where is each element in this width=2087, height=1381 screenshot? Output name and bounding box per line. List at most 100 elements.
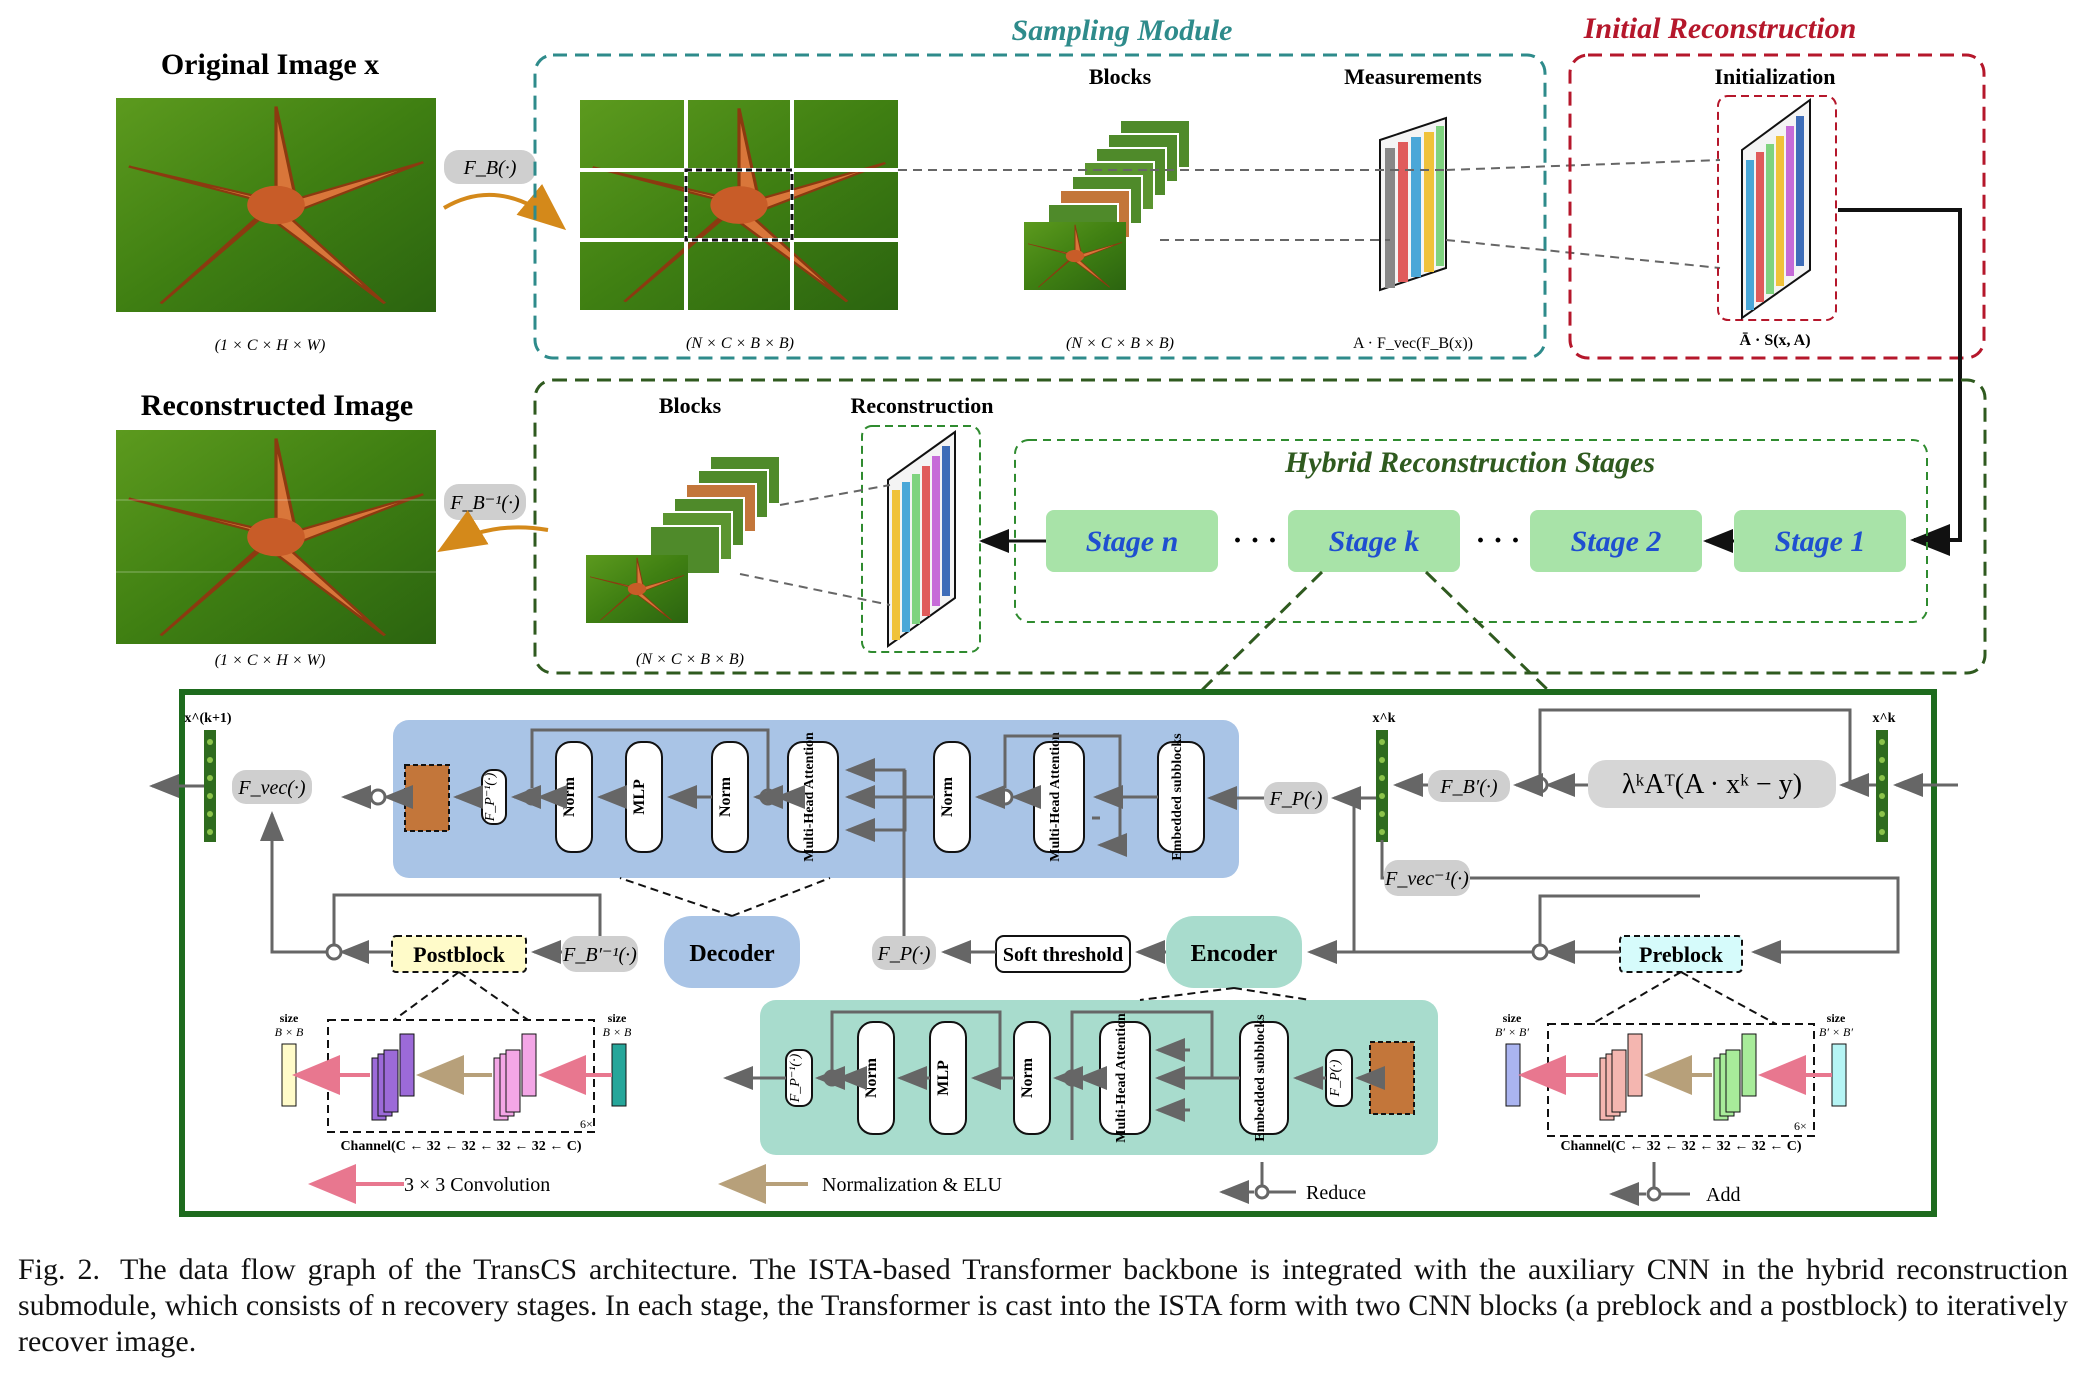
sampling-module-title: Sampling Module: [1012, 14, 1233, 47]
initialization-label: Initialization: [1714, 64, 1835, 89]
merge-arrow: [437, 510, 549, 553]
legend-add-label: Add: [1706, 1184, 1740, 1206]
encoder-norm-2: Norm: [857, 1021, 895, 1135]
figure-caption: Fig. 2.The data flow graph of the TransC…: [18, 1252, 2068, 1360]
stage-dots-2: · · ·: [1475, 524, 1520, 557]
encoder-mha-label: Multi-Head Attention: [1114, 1013, 1129, 1143]
decoder-residual-node-3: [996, 788, 1014, 806]
fp-inv-chip-encoder-label: F_P⁻¹(·): [788, 1053, 803, 1103]
zoom-line-left: [1198, 570, 1324, 694]
decoder-mha-2: Multi-Head Attention: [1033, 732, 1085, 862]
blocks-dims-top: (N × C × B × B): [1066, 335, 1174, 352]
postblock-zoom-right: [458, 971, 529, 1021]
reconstruction-box: [861, 425, 981, 653]
decoder-mha: Multi-Head Attention: [787, 732, 839, 862]
decoder-mha-label: Multi-Head Attention: [802, 732, 817, 862]
dash-link-7: [739, 573, 891, 606]
zoom-line-right: [1424, 570, 1552, 694]
decoder-add-node: [369, 788, 387, 806]
post-channel-seq: Channel(C ← 32 ← 32 ← 32 ← 32 ← C): [340, 1139, 581, 1154]
fb-operator-badge: [444, 150, 536, 184]
xk-to-fvecinv-line: [1380, 840, 1384, 880]
hybrid-reconstruction-box: [533, 378, 1987, 675]
post-size-label-2: size: [608, 1011, 627, 1025]
fp-inv-label-decoder: F_P⁻¹(·): [483, 772, 498, 822]
decoder-label: Decoder: [689, 941, 775, 967]
fvec-inv-badge: [1384, 860, 1470, 896]
gradient-badge: [1588, 760, 1836, 808]
fp-label-top: F_P(·): [1269, 788, 1323, 810]
reconstructed-image-title: Reconstructed Image: [141, 389, 413, 422]
encoder-pill: Encoder: [1166, 916, 1302, 988]
encoder-embedded-label: Embedded subblocks: [1253, 1014, 1268, 1142]
postblock-add-node: [325, 943, 343, 961]
decoder-mlp: MLP: [625, 741, 663, 853]
reconstructed-image: [114, 428, 438, 646]
encoder-zoom-right: [1233, 987, 1311, 1001]
legend-add-icon: [1609, 1162, 1690, 1206]
encoder-zoom-left: [1139, 987, 1235, 1001]
block-grid-image: [578, 98, 900, 312]
pre-size-label: size: [1503, 1011, 1522, 1025]
caption-text: The data flow graph of the TransCS archi…: [18, 1253, 2068, 1358]
decoder-pill: Decoder: [664, 916, 800, 988]
fvec-badge: [232, 770, 312, 804]
reconstructed-dims: (1 × C × H × W): [215, 652, 326, 669]
post-size-in: B × B: [603, 1025, 632, 1039]
stage-2: Stage 2: [1530, 510, 1702, 572]
initial-reconstruction-title: Initial Reconstruction: [1583, 12, 1857, 45]
blocks-stack-mid: [585, 455, 781, 624]
measurements-label: Measurements: [1344, 64, 1482, 89]
postblock-detail: size B × B size B × B 6× Channel(C ← 32 …: [275, 1011, 632, 1154]
initialization-stack: [1741, 98, 1811, 320]
init-to-stage1-arrow: [1838, 208, 1962, 556]
original-image-title: Original Image x: [161, 48, 379, 81]
encoder-norm-2-label: Norm: [863, 1057, 880, 1098]
original-dims: (1 × C × H × W): [215, 337, 326, 354]
initial-reconstruction-box: [1568, 53, 1986, 360]
encoder-norm-1: Norm: [1013, 1021, 1051, 1135]
stage-1-label: Stage 1: [1775, 525, 1866, 558]
encoder-mlp: MLP: [929, 1021, 967, 1135]
decoder-zoom-right: [731, 877, 831, 917]
split-arrow: [442, 184, 567, 231]
initialization-formula: Ā · S(x, A): [1739, 331, 1810, 349]
encoder-embedded: Embedded subblocks: [1239, 1014, 1289, 1142]
encoder-patch: [1369, 1041, 1415, 1115]
sampling-blocks-dims: (N × C × B × B): [686, 335, 794, 352]
pre-size-label-2: size: [1827, 1011, 1846, 1025]
preblock-zoom-left: [1591, 971, 1682, 1025]
decoder-embedded: Embedded subblocks: [1157, 733, 1205, 861]
x-k-left-vector: [1376, 730, 1388, 842]
encoder-mlp-label: MLP: [935, 1060, 952, 1096]
pre-size-in: B′ × B′: [1819, 1025, 1853, 1039]
dash-link-6: [779, 484, 891, 506]
post-size-label: size: [280, 1011, 299, 1025]
decoder-norm-1-label: Norm: [717, 776, 734, 817]
soft-threshold-label: Soft threshold: [1003, 944, 1123, 966]
fp-chip-encoder-label: F_P(·): [1328, 1059, 1343, 1097]
post-repeat: 6×: [580, 1117, 593, 1131]
pre-size-out: B′ × B′: [1495, 1025, 1529, 1039]
x-k-left-label: x^k: [1373, 711, 1396, 726]
fb-inverse-label: F_B⁻¹(·): [449, 492, 520, 514]
stage-dots-1: · · ·: [1232, 524, 1277, 557]
measurements-formula: A · F_vec(F_B(x)): [1353, 335, 1473, 352]
soft-threshold: Soft threshold: [995, 935, 1131, 973]
fp-badge-mid: [872, 936, 936, 970]
post-size-out: B × B: [275, 1025, 304, 1039]
encoder-residual-node-2: [823, 1069, 841, 1087]
pre-repeat: 6×: [1794, 1119, 1807, 1133]
x-k-right-vector: [1876, 730, 1888, 842]
x-next-label: x^(k+1): [184, 711, 232, 726]
encoder-norm-1-label: Norm: [1019, 1057, 1036, 1098]
hybrid-stages-title: Hybrid Reconstruction Stages: [1284, 446, 1655, 479]
decoder-mlp-label: MLP: [631, 779, 648, 815]
blocks-label-mid: Blocks: [659, 393, 722, 418]
gradient-formula: λᵏAᵀ(A · xᵏ − y): [1622, 769, 1802, 800]
decoder-mha-2-label: Multi-Head Attention: [1048, 732, 1063, 862]
preblock-label: Preblock: [1639, 942, 1724, 967]
stage-2-label: Stage 2: [1571, 525, 1662, 558]
postblock: Postblock: [391, 935, 527, 973]
blocks-stack-top: [1023, 119, 1191, 291]
